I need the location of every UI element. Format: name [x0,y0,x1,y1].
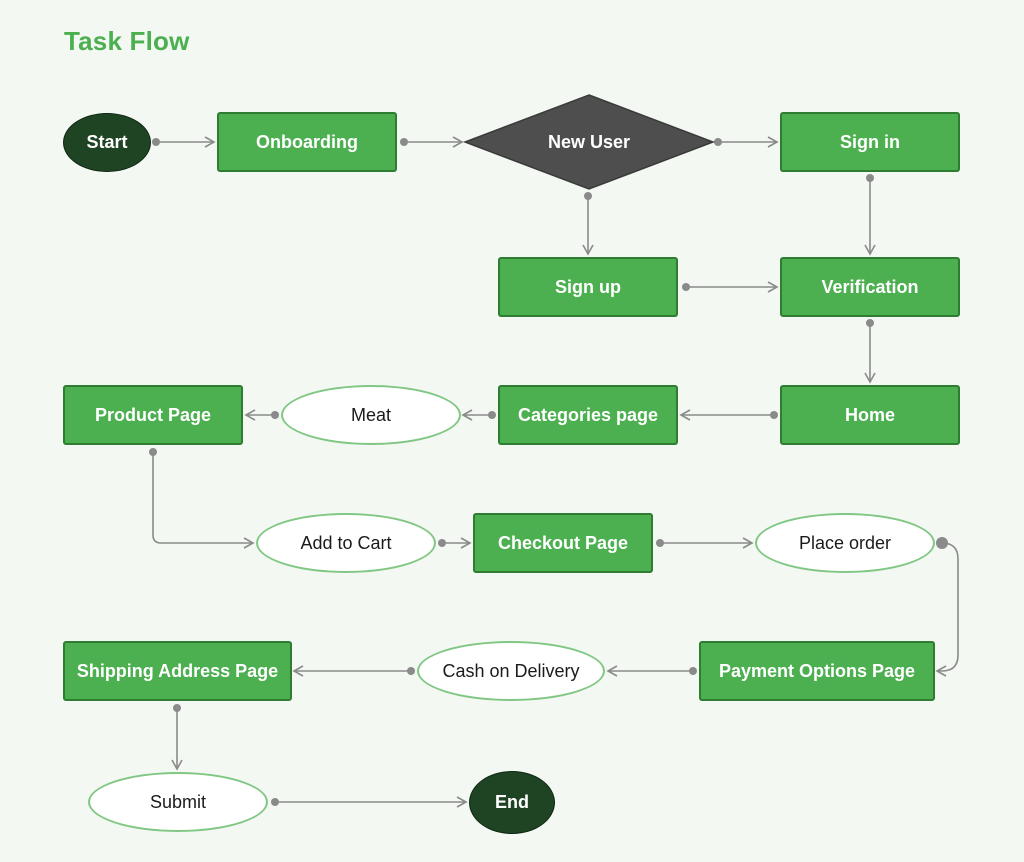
connector-origin-dots [149,138,948,806]
node-cash-on-delivery[interactable]: Cash on Delivery [417,641,605,701]
node-sign-up[interactable]: Sign up [498,257,678,317]
node-submit[interactable]: Submit [88,772,268,832]
edge-product-addtocart [152,452,255,549]
node-home[interactable]: Home [780,385,960,445]
node-meat[interactable]: Meat [281,385,461,445]
node-payment-options-page[interactable]: Payment Options Page [699,641,935,701]
node-categories-page[interactable]: Categories page [498,385,678,445]
node-new-user[interactable]: New User [547,131,631,152]
node-add-to-cart[interactable]: Add to Cart [256,513,436,573]
diagram-title: Task Flow [64,26,190,56]
node-verification[interactable]: Verification [780,257,960,317]
node-place-order[interactable]: Place order [755,513,935,573]
node-onboarding[interactable]: Onboarding [217,112,397,172]
node-shipping-address-page[interactable]: Shipping Address Page [63,641,292,701]
node-checkout-page[interactable]: Checkout Page [473,513,653,573]
new-user-decision-shape [462,94,716,190]
node-product-page[interactable]: Product Page [63,385,243,445]
node-end[interactable]: End [469,771,555,834]
edge-placeorder-payment [935,542,959,677]
node-sign-in[interactable]: Sign in [780,112,960,172]
node-start[interactable]: Start [63,113,151,172]
